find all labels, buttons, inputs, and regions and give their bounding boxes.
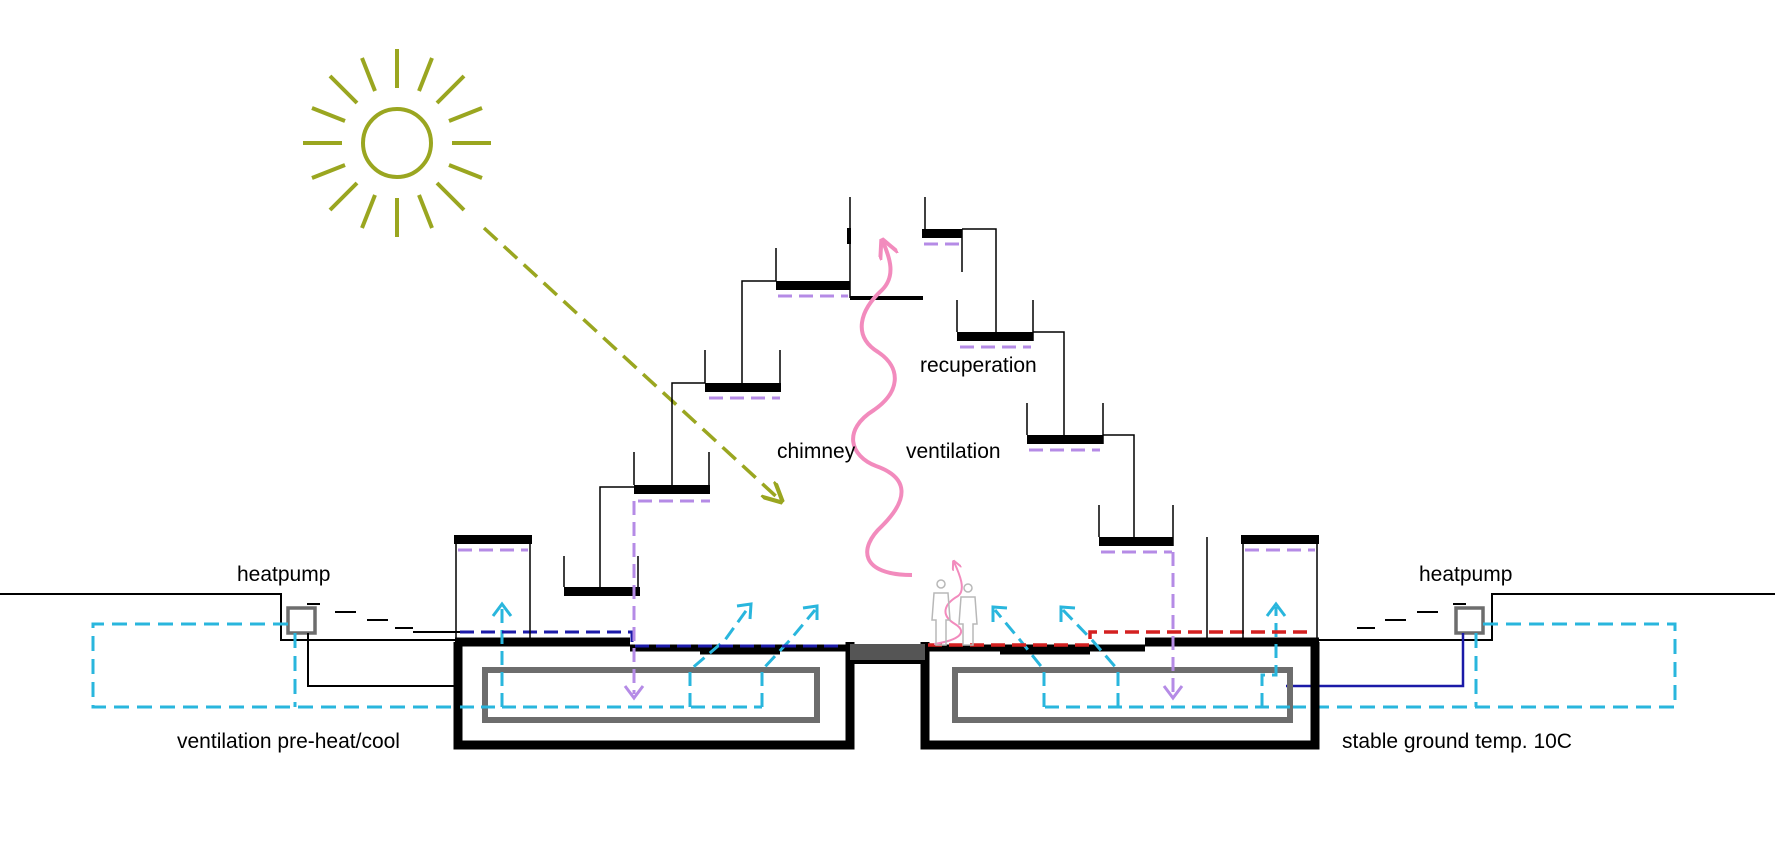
- chimney-label: chimney: [777, 440, 856, 463]
- terrace-walls: [455, 197, 1318, 638]
- recuperation-label: recuperation: [920, 354, 1037, 377]
- air-duct-left: [482, 667, 820, 723]
- exhaust-air-lines: [458, 242, 1315, 694]
- heatpump-left-label: heatpump: [237, 563, 331, 586]
- ground-line: [0, 593, 1775, 641]
- chimney-airflow-arrow: [851, 242, 913, 577]
- ground-temp-label: stable ground temp. 10C: [1342, 730, 1572, 753]
- ventilation-label: ventilation: [906, 440, 1001, 463]
- heatpump-left-connection: [307, 633, 456, 687]
- preheat-cool-label: ventilation pre-heat/cool: [177, 730, 400, 753]
- heatpump-left-unit: [286, 606, 317, 635]
- air-duct-right: [952, 667, 1293, 723]
- heatpump-right-connection: [1286, 633, 1465, 688]
- chimney-top-mark: [847, 228, 851, 244]
- fresh-air-supply-paths: [460, 607, 1290, 709]
- heatpump-right-unit: [1454, 606, 1485, 635]
- people-icon: [931, 579, 978, 646]
- basement-structure: [453, 637, 1320, 750]
- fresh-air-arrows: [491, 601, 1287, 622]
- occupant-warm-air-arrow: [933, 562, 963, 645]
- warm-return-line: [928, 630, 1312, 647]
- solar-radiation-arrow: [482, 226, 780, 500]
- heatpump-right-label: heatpump: [1419, 563, 1513, 586]
- pipe-dashes: [307, 603, 1466, 629]
- central-core-cap: [850, 644, 925, 662]
- sun-icon: [303, 49, 491, 237]
- floor-slabs: [454, 229, 1319, 596]
- exhaust-down-arrows: [623, 685, 1184, 701]
- ground-loop-pipes: [91, 622, 1677, 709]
- cool-supply-line: [460, 630, 845, 648]
